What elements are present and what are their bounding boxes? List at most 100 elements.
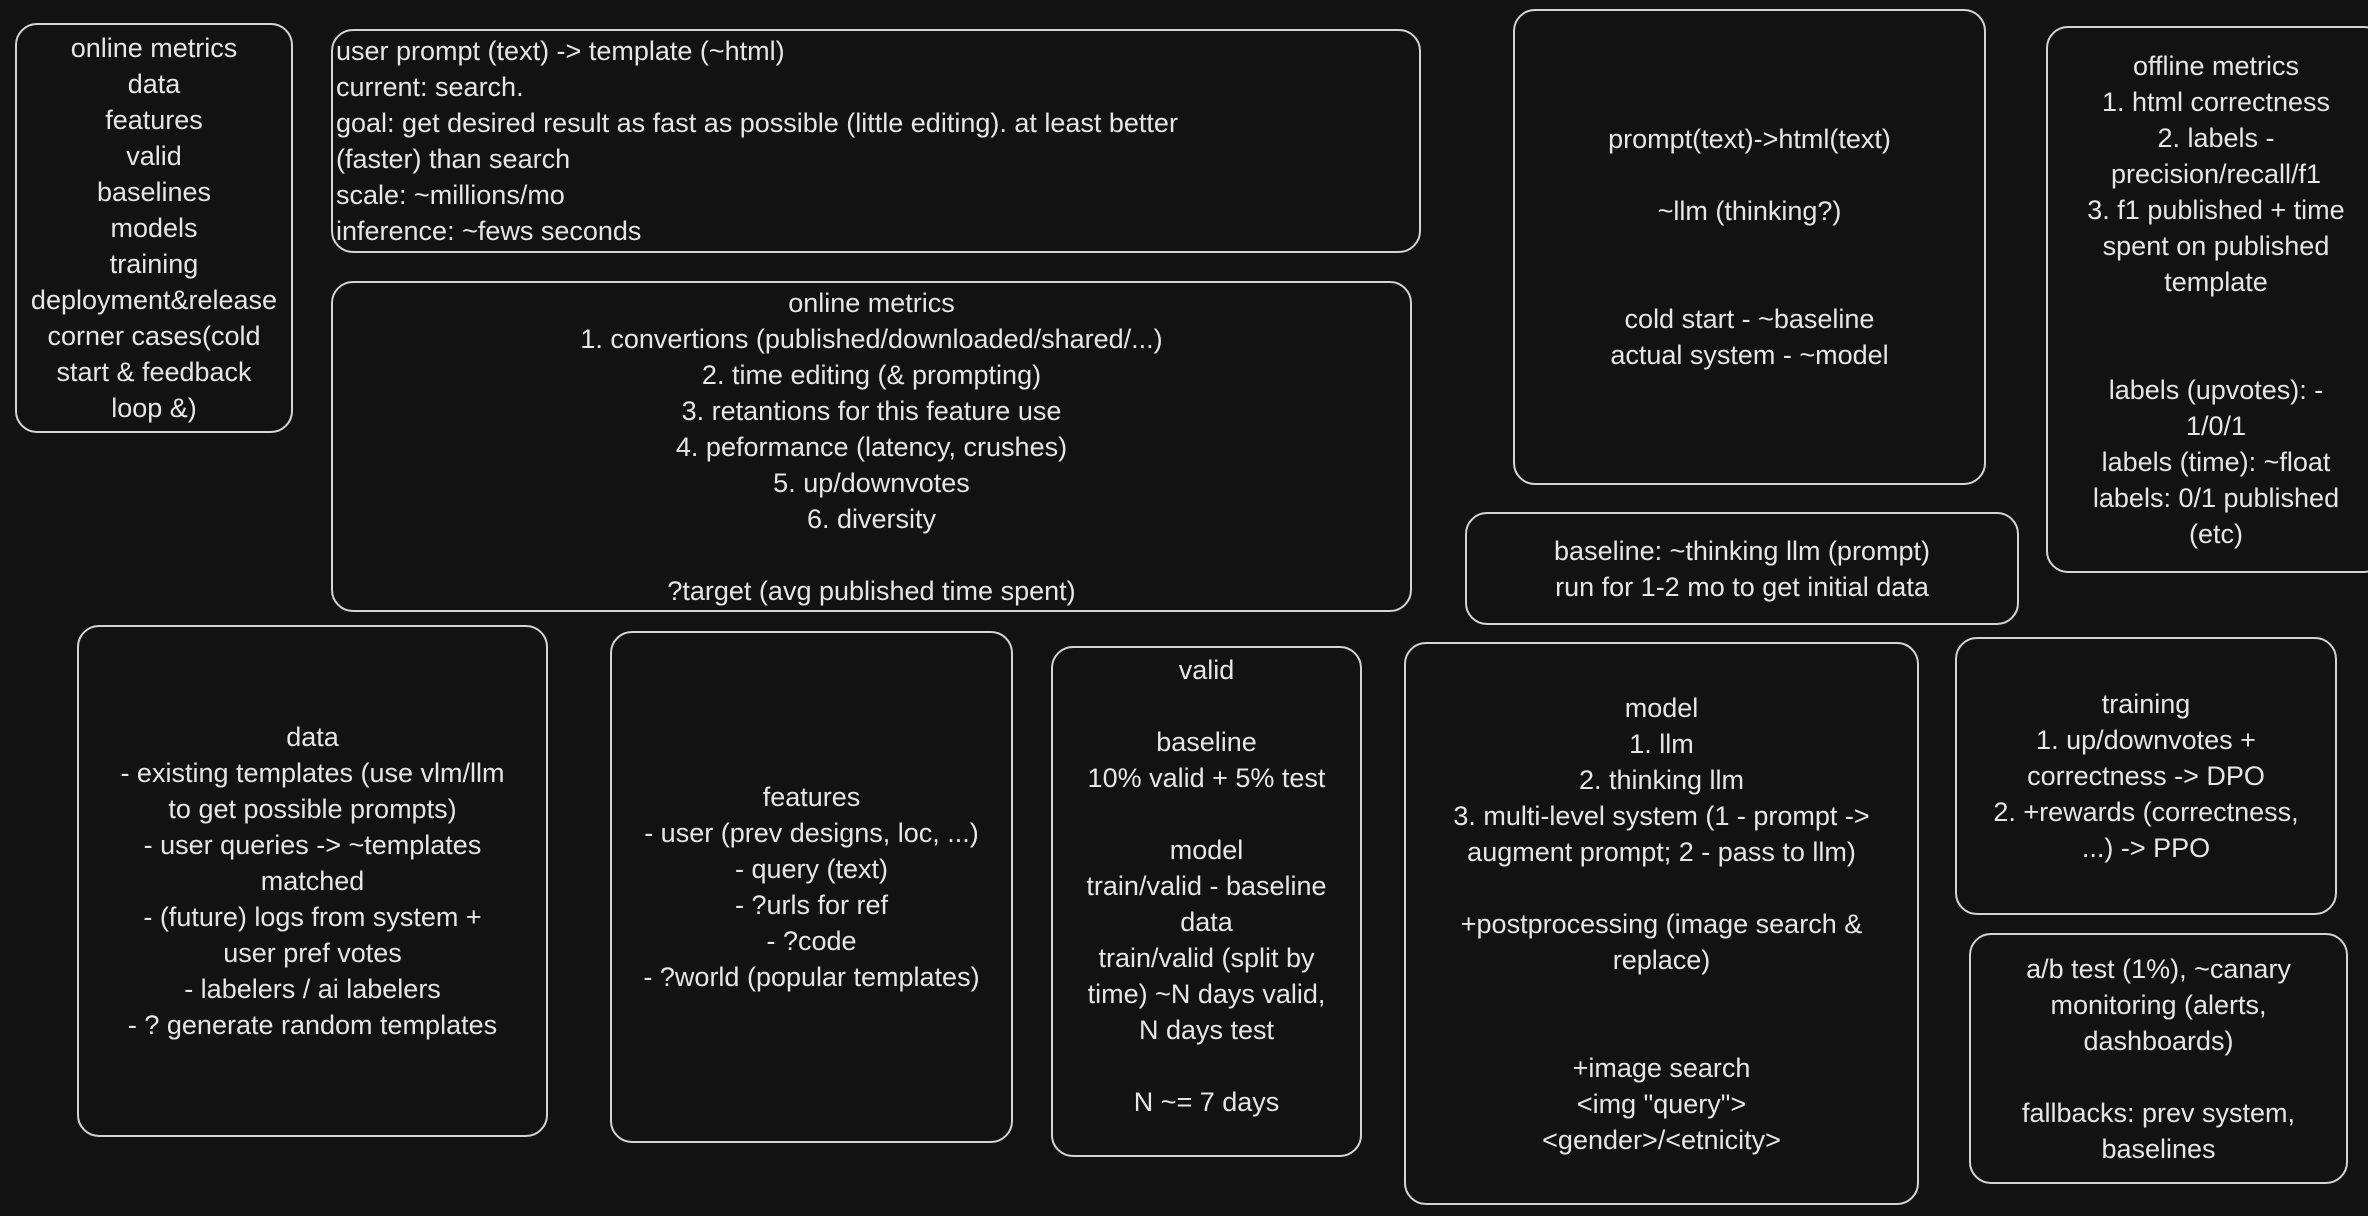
data-box[interactable]: data - existing templates (use vlm/llm to … — [77, 625, 548, 1137]
model-text-line: <gender>/<etnicity> — [1542, 1124, 1781, 1155]
outline-text-line: start & feedback — [56, 357, 252, 387]
data-text-line: data — [286, 722, 339, 752]
offline-metrics-text-line: (etc) — [2189, 518, 2243, 549]
model-text-line: 1. llm — [1629, 728, 1694, 759]
deployment-text-line: dashboards) — [2083, 1025, 2234, 1056]
model-text-line: augment prompt; 2 - pass to llm) — [1467, 836, 1856, 867]
valid-text-line: train/valid - baseline — [1086, 871, 1327, 901]
baseline-text-line: run for 1-2 mo to get initial data — [1555, 571, 1929, 602]
valid-text-line: model — [1169, 835, 1244, 865]
problem-text-line: inference: ~fews seconds — [336, 216, 642, 246]
online-metrics-text-line: 6. diversity — [806, 503, 937, 534]
baseline-box[interactable]: baseline: ~thinking llm (prompt) run for … — [1465, 512, 2019, 625]
valid-text-line: train/valid (split by — [1098, 943, 1315, 973]
offline-metrics-text-line: labels (time): ~float — [2101, 446, 2331, 477]
prompt-text-line: actual system - ~model — [1610, 340, 1889, 370]
online-metrics-box[interactable]: online metrics 1. convertions (published/… — [331, 281, 1412, 612]
deployment-text-line: monitoring (alerts, — [2050, 989, 2267, 1020]
model-box[interactable]: model 1. llm 2. thinking llm 3. multi-level… — [1404, 642, 1919, 1205]
valid-box[interactable]: valid baseline 10% valid + 5% test model tra… — [1051, 646, 1362, 1157]
offline-metrics-text-line: 2. labels - — [2157, 122, 2275, 153]
model-text-line: 2. thinking llm — [1578, 764, 1745, 795]
online-metrics-text-line: ?target (avg published time spent) — [667, 575, 1076, 606]
data-text-line: - existing templates (use vlm/llm — [120, 758, 505, 788]
online-metrics-text-line: 3. retantions for this feature use — [681, 395, 1062, 426]
offline-metrics-box[interactable]: offline metrics 1. html correctness 2. lab… — [2046, 26, 2368, 573]
outline-text-line: deployment&release — [30, 285, 278, 315]
prompt-llm-box[interactable]: prompt(text)->html(text) ~llm (thinking?)… — [1513, 9, 1986, 485]
online-metrics-text-line: 2. time editing (& prompting) — [701, 359, 1042, 390]
valid-text-line: 10% valid + 5% test — [1087, 763, 1326, 793]
outline-text-line: loop &) — [111, 393, 197, 423]
features-text-line: - ?code — [766, 926, 857, 956]
baseline-text-line: baseline: ~thinking llm (prompt) — [1554, 535, 1930, 566]
prompt-text-line: prompt(text)->html(text) — [1608, 124, 1891, 154]
deployment-text-line: baselines — [2101, 1133, 2216, 1164]
problem-text-line: scale: ~millions/mo — [336, 180, 565, 210]
valid-text-line: time) ~N days valid, — [1087, 979, 1326, 1009]
data-text-line: to get possible prompts) — [168, 794, 457, 824]
online-metrics-text-line: 5. up/downvotes — [773, 467, 970, 498]
deployment-text-line: a/b test (1%), ~canary — [2026, 953, 2291, 984]
training-text-line: ...) -> PPO — [2081, 833, 2211, 863]
problem-text-line: current: search. — [336, 72, 524, 102]
prompt-text-line: ~llm (thinking?) — [1657, 196, 1842, 226]
training-text-line: training — [2101, 689, 2191, 719]
data-text-line: - labelers / ai labelers — [184, 974, 441, 1004]
offline-metrics-text-line: 1. html correctness — [2101, 86, 2331, 117]
online-metrics-text-line: 4. peformance (latency, crushes) — [675, 431, 1068, 462]
offline-metrics-text-line: 1/0/1 — [2185, 410, 2247, 441]
online-metrics-text-line: online metrics — [788, 287, 955, 318]
training-text-line: 1. up/downvotes + — [2036, 725, 2256, 755]
online-metrics-text-line: 1. convertions (published/downloaded/sha… — [580, 323, 1163, 354]
model-text-line: replace) — [1612, 944, 1711, 975]
data-text-line: user pref votes — [223, 938, 402, 968]
training-text-line: correctness -> DPO — [2027, 761, 2265, 791]
features-text-line: - user (prev designs, loc, ...) — [644, 818, 979, 848]
data-text-line: - (future) logs from system + — [143, 902, 482, 932]
offline-metrics-text-line: labels: 0/1 published — [2092, 482, 2340, 513]
outline-text-line: corner cases(cold — [47, 321, 261, 351]
problem-text-line: goal: get desired result as fast as poss… — [336, 108, 1178, 138]
features-text-line: - ?world (popular templates) — [643, 962, 980, 992]
valid-text-line: N days test — [1138, 1015, 1275, 1045]
valid-text-line: N ~= 7 days — [1133, 1087, 1280, 1117]
problem-text-line: (faster) than search — [336, 144, 571, 174]
model-text-line: model — [1624, 692, 1699, 723]
problem-text-line: user prompt (text) -> template (~html) — [336, 36, 785, 66]
outline-text-line: valid — [126, 141, 182, 171]
features-box[interactable]: features - user (prev designs, loc, ...) -… — [610, 631, 1013, 1143]
outline-text-line: training — [109, 249, 199, 279]
outline-box[interactable]: online metrics data features valid baselines… — [15, 23, 293, 433]
model-text-line: +postprocessing (image search & — [1460, 908, 1863, 939]
features-text-line: - query (text) — [734, 854, 889, 884]
valid-text-line: data — [1180, 907, 1233, 937]
deployment-text-line: fallbacks: prev system, — [2021, 1097, 2296, 1128]
features-text-line: features — [762, 782, 861, 812]
offline-metrics-text-line: offline metrics — [2132, 50, 2300, 81]
valid-text-line: valid — [1178, 655, 1235, 685]
deployment-box[interactable]: a/b test (1%), ~canary monitoring (alerts… — [1969, 933, 2348, 1184]
model-text-line: 3. multi-level system (1 - prompt -> — [1453, 800, 1870, 831]
prompt-text-line: cold start - ~baseline — [1624, 304, 1875, 334]
offline-metrics-text-line: labels (upvotes): - — [2108, 374, 2324, 405]
training-box[interactable]: training 1. up/downvotes + correctness -> … — [1955, 637, 2337, 915]
offline-metrics-text-line: spent on published — [2102, 230, 2330, 261]
valid-text-line: baseline — [1156, 727, 1257, 757]
features-text-line: - ?urls for ref — [734, 890, 889, 920]
data-text-line: - user queries -> ~templates — [143, 830, 482, 860]
offline-metrics-text-line: precision/recall/f1 — [2110, 158, 2322, 189]
offline-metrics-text-line: template — [2164, 266, 2268, 297]
outline-text-line: models — [110, 213, 198, 243]
data-text-line: - ? generate random templates — [127, 1010, 498, 1040]
training-text-line: 2. +rewards (correctness, — [1993, 797, 2299, 827]
problem-statement-box[interactable]: user prompt (text) -> template (~html) cu… — [331, 29, 1421, 253]
offline-metrics-text-line: 3. f1 published + time — [2087, 194, 2345, 225]
model-text-line: +image search — [1572, 1052, 1751, 1083]
model-text-line: <img "query"> — [1576, 1088, 1747, 1119]
outline-text-line: online metrics — [70, 33, 238, 63]
outline-text-line: data — [127, 69, 181, 99]
data-text-line: matched — [260, 866, 365, 896]
outline-text-line: features — [105, 105, 203, 135]
outline-text-line: baselines — [96, 177, 212, 207]
